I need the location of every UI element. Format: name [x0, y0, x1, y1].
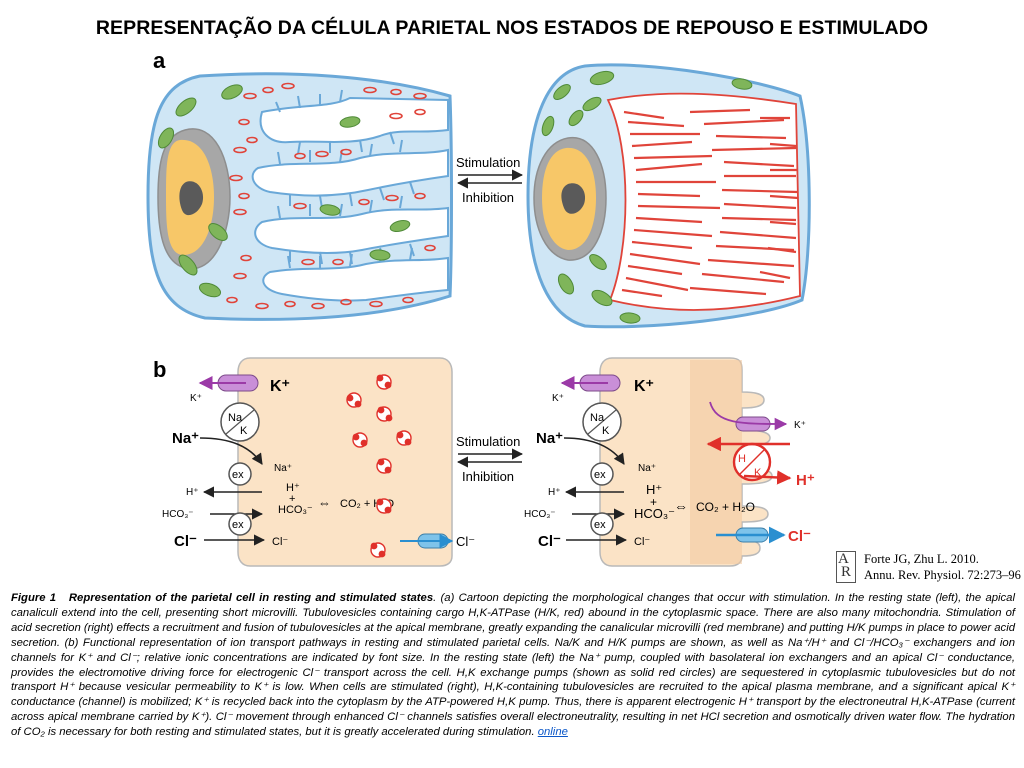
stimulated-exchange-symbol: ⇔ [674, 498, 688, 514]
page-title: REPRESENTAÇÃO DA CÉLULA PARIETAL NOS EST… [95, 17, 929, 39]
resting-microvilli [275, 89, 415, 269]
resting-hk-pumps [346, 374, 412, 558]
stimulated-cl-hco3-exchanger [590, 512, 614, 536]
resting-cell [146, 72, 453, 321]
stimulated-cl-out: Cl⁻ [788, 528, 811, 545]
panel-b-label: b [153, 357, 166, 382]
logo-letter-a: A [838, 551, 849, 567]
stimulated-na-small: Na⁺ [638, 463, 656, 474]
inhibition-label-b: Inhibition [462, 469, 514, 484]
resting-plus: + [289, 493, 295, 505]
stimulated-co2-h2o: CO₂ + H₂O [696, 500, 755, 514]
stimulated-ex-bottom: ex [594, 519, 606, 531]
stimulated-na-big: Na⁺ [536, 430, 563, 447]
resting-k-big: K⁺ [270, 378, 290, 395]
stimulated-mitochondria [541, 70, 753, 324]
stimulated-na-h-exchanger [590, 462, 614, 486]
panel-a-state-arrows: Stimulation Inhibition [456, 155, 524, 205]
resting-cl-hco3-exchanger [228, 512, 252, 536]
panel-b-state-arrows: Stimulation Inhibition [456, 434, 524, 484]
stimulated-cl-small: Cl⁻ [634, 536, 650, 548]
resting-pump-k: K [240, 425, 248, 437]
caption-online-link[interactable]: online [537, 726, 568, 739]
stimulated-k-recycle-arrow [709, 401, 788, 431]
stimulated-transport-cell: K⁺ K⁺ Na K Na⁺ ex Na⁺ H⁺ H⁺ + HCO₃⁻ ⇔ CO… [524, 357, 815, 567]
caption-figure-label: Figure 1 [11, 592, 57, 604]
resting-transport-cell: K⁺ K⁺ Na K Na⁺ ex Na⁺ H⁺ H⁺ + HCO₃⁻ ⇔ CO… [162, 357, 475, 567]
resting-canaliculi [251, 96, 449, 302]
stimulated-k-small: K⁺ [552, 393, 564, 404]
stimulation-label-a: Stimulation [456, 155, 520, 170]
stimulated-apical-k: K⁺ [794, 420, 806, 431]
stimulated-cl-big: Cl⁻ [538, 533, 561, 550]
inhibition-label-a: Inhibition [462, 190, 514, 205]
stimulated-h-mid: H⁺ [646, 482, 662, 497]
stimulated-hpump-k: K [754, 467, 762, 479]
figure-caption: Figure 1 Representation of the parietal … [11, 591, 1015, 740]
resting-na-h-exchanger [228, 462, 252, 486]
resting-k-small: K⁺ [190, 393, 202, 404]
resting-na-big: Na⁺ [172, 430, 199, 447]
stimulated-h-k-divider [739, 449, 765, 475]
stimulated-k-big: K⁺ [634, 378, 654, 395]
resting-hco3-small: HCO₃⁻ [162, 509, 194, 520]
stimulated-na-k-divider [587, 409, 617, 435]
stimulation-label-b: Stimulation [456, 434, 520, 449]
logo-letter-r: R [841, 564, 852, 580]
resting-na-k-divider [225, 409, 255, 435]
stimulated-plus: + [650, 495, 657, 509]
resting-hco3-mid: HCO₃⁻ [278, 504, 313, 516]
panel-a-label: a [153, 48, 166, 73]
stimulated-pump-na: Na [590, 412, 605, 424]
caption-heading: Representation of the parietal cell in r… [68, 592, 434, 604]
resting-mitochondria [157, 84, 411, 298]
resting-na-arrow [199, 437, 263, 465]
resting-cl-big: Cl⁻ [174, 533, 197, 550]
stimulated-ex-top: ex [594, 469, 606, 481]
parietal-cell-figure: a b [146, 48, 815, 567]
stimulated-h-big: H⁺ [796, 472, 815, 489]
stimulated-hco3-mid: HCO₃⁻ [634, 506, 675, 521]
resting-cl-out: Cl⁻ [456, 534, 475, 549]
stimulated-nucleolus [561, 183, 586, 214]
resting-exchange-symbol: ⇔ [318, 495, 331, 510]
stimulated-h-arrow-out [743, 470, 792, 485]
stimulated-h-small: H⁺ [548, 487, 561, 498]
resting-na-small: Na⁺ [274, 463, 292, 474]
stimulated-microvilli [621, 108, 799, 298]
resting-cl-small: Cl⁻ [272, 536, 288, 548]
citation-journal: Annu. Rev. Physiol. 72:273–96 [864, 568, 1021, 582]
resting-transport-cell-body [237, 357, 453, 567]
stimulated-na-arrow [563, 437, 625, 465]
citation: A R Forte JG, Zhu L. 2010. Annu. Rev. Ph… [836, 551, 1021, 583]
stimulated-hpump-h: H [738, 453, 746, 465]
resting-ex-bottom: ex [232, 519, 244, 531]
resting-ex-top: ex [232, 469, 244, 481]
stimulated-canaliculi [606, 92, 801, 311]
stimulated-pump-k: K [602, 425, 610, 437]
resting-nucleolus [179, 181, 204, 216]
stimulated-hco3-small: HCO₃⁻ [524, 509, 556, 520]
resting-h-small: H⁺ [186, 487, 199, 498]
caption-text: . (a) Cartoon depicting the morphologica… [11, 592, 1016, 739]
resting-h-mid: H⁺ [286, 482, 300, 494]
citation-authors: Forte JG, Zhu L. 2010. [864, 552, 979, 566]
annual-reviews-logo: A R [836, 551, 856, 583]
resting-tubulovesicles [226, 82, 436, 310]
resting-pump-na: Na [228, 412, 243, 424]
stimulated-cell [526, 63, 811, 329]
